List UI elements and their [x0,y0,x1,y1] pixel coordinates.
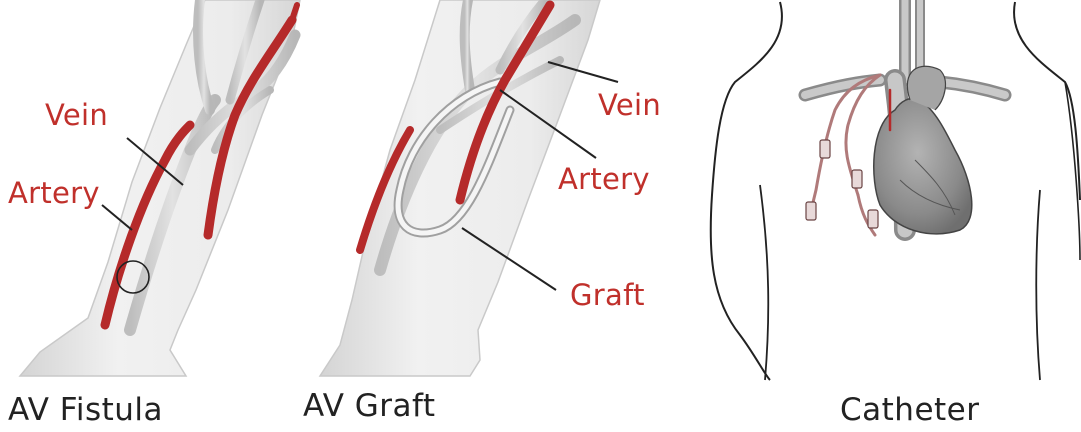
torso-outline [711,2,782,380]
heart [874,98,972,234]
label-vein-graft: Vein [598,88,661,122]
caption-av-graft: AV Graft [303,388,436,424]
label-artery-fistula: Artery [8,176,100,210]
label-graft: Graft [570,278,645,312]
label-vein-fistula: Vein [45,98,108,132]
caption-catheter: Catheter [840,392,980,428]
catheter-illustration [711,0,1080,380]
label-artery-graft: Artery [558,162,650,196]
caption-av-fistula: AV Fistula [8,392,163,428]
